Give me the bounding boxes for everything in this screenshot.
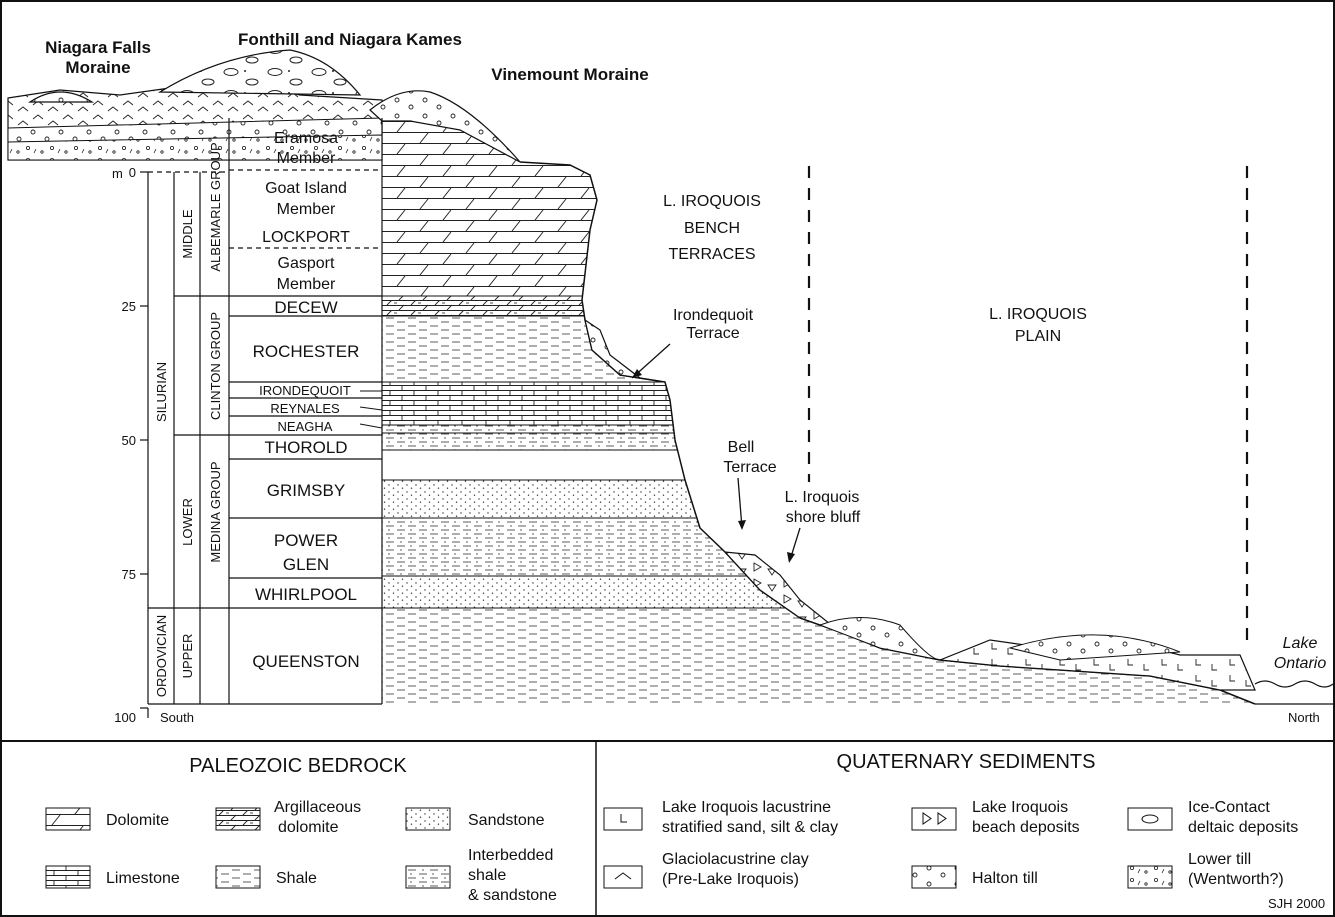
label-ordovician: ORDOVICIAN — [154, 615, 169, 697]
swatch-halton-till — [911, 865, 957, 889]
legend: PALEOZOIC BEDROCK QUATERNARY SEDIMENTS D… — [1, 740, 1334, 916]
label-shore-bluff-2: shore bluff — [786, 509, 861, 526]
swatch-beach — [911, 807, 957, 831]
legend-halton-till: Halton till — [972, 870, 1038, 887]
formation-power-glen-2: GLEN — [283, 555, 329, 574]
label-niagara-falls-moraine-1: Niagara Falls — [45, 38, 151, 57]
formation-eramosa-1: Eramosa — [274, 130, 338, 147]
swatch-sandstone — [405, 807, 451, 831]
swatch-glaciolacustrine — [603, 865, 643, 889]
legend-argillaceous-1: Argillaceous — [274, 799, 361, 816]
label-medina-group: MEDINA GROUP — [208, 461, 223, 562]
label-silurian: SILURIAN — [154, 362, 169, 422]
label-north: North — [1288, 710, 1320, 725]
legend-lower-till-1: Lower till — [1188, 851, 1251, 868]
niagara-falls-moraine — [28, 91, 95, 103]
legend-interbedded-1: Interbedded — [468, 847, 553, 864]
legend-limestone: Limestone — [106, 870, 180, 887]
scale-tick-50: 50 — [122, 433, 136, 448]
legend-lacustrine-2: stratified sand, silt & clay — [662, 819, 838, 836]
irondequoit-terrace-deposit — [584, 318, 666, 383]
label-lake-ontario-1: Lake — [1283, 635, 1318, 652]
scale-tick-25: 25 — [122, 299, 136, 314]
label-iroquois-plain-1: L. IROQUOIS — [989, 306, 1087, 323]
formation-reynales: REYNALES — [270, 401, 340, 416]
halton-till-plain-2 — [1008, 634, 1181, 661]
scale-tick-75: 75 — [122, 567, 136, 582]
label-clinton-group: CLINTON GROUP — [208, 312, 223, 420]
label-shore-bluff-1: L. Iroquois — [785, 489, 860, 506]
formation-whirlpool: WHIRLPOOL — [255, 585, 357, 604]
label-niagara-falls-moraine-2: Moraine — [65, 58, 130, 77]
formation-queenston: QUEENSTON — [252, 652, 359, 671]
label-lake-ontario-2: Ontario — [1274, 655, 1327, 672]
legend-sandstone: Sandstone — [468, 812, 545, 829]
label-lower: LOWER — [180, 498, 195, 546]
legend-ice-contact-2: deltaic deposits — [1188, 819, 1298, 836]
label-irondequoit-terrace-2: Terrace — [686, 325, 739, 342]
formation-lockport: LOCKPORT — [262, 229, 350, 246]
legend-shale: Shale — [276, 870, 317, 887]
legend-beach-1: Lake Iroquois — [972, 799, 1068, 816]
label-irondequoit-terrace-1: Irondequoit — [673, 307, 754, 324]
scale-unit: m — [112, 166, 123, 181]
formation-power-glen-1: POWER — [274, 531, 338, 550]
legend-title-bedrock: PALEOZOIC BEDROCK — [189, 755, 407, 777]
swatch-interbedded — [405, 865, 451, 889]
formation-neagha: NEAGHA — [278, 419, 333, 434]
label-fonthill-kames: Fonthill and Niagara Kames — [238, 30, 462, 49]
beach-deposits — [723, 551, 841, 633]
label-south: South — [160, 710, 194, 725]
formation-eramosa-2: Member — [277, 150, 336, 167]
lake-surface — [1254, 680, 1334, 688]
credit: SJH 2000 — [1268, 896, 1325, 911]
swatch-lacustrine — [603, 807, 643, 831]
legend-dolomite: Dolomite — [106, 812, 169, 829]
label-middle: MIDDLE — [180, 209, 195, 258]
legend-argillaceous-2: dolomite — [278, 819, 339, 836]
fonthill-kames — [157, 49, 362, 96]
swatch-lower-till — [1127, 865, 1173, 889]
formation-thorold: THOROLD — [264, 438, 347, 457]
halton-till-plain — [818, 617, 941, 661]
swatch-dolomite — [45, 807, 91, 831]
strat-column — [140, 118, 383, 718]
legend-lower-till-2: (Wentworth?) — [1188, 871, 1284, 888]
label-bell-terrace-2: Terrace — [723, 459, 776, 476]
legend-beach-2: beach deposits — [972, 819, 1080, 836]
formation-grimsby: GRIMSBY — [267, 481, 345, 500]
legend-glaciolacustrine-1: Glaciolacustrine clay — [662, 851, 809, 868]
label-bench-terraces-2: BENCH — [684, 220, 740, 237]
formation-rochester: ROCHESTER — [253, 342, 360, 361]
formation-irondequoit: IRONDEQUOIT — [259, 383, 351, 398]
label-bell-terrace-1: Bell — [728, 439, 755, 456]
swatch-limestone — [45, 865, 91, 889]
legend-title-quaternary: QUATERNARY SEDIMENTS — [837, 751, 1096, 773]
swatch-argillaceous — [215, 807, 261, 831]
legend-interbedded-3: & sandstone — [468, 887, 557, 904]
legend-ice-contact-1: Ice-Contact — [1188, 799, 1270, 816]
formation-decew: DECEW — [274, 298, 337, 317]
formation-goat-island-2: Member — [277, 201, 336, 218]
label-upper: UPPER — [180, 634, 195, 679]
label-bench-terraces-3: TERRACES — [668, 246, 755, 263]
label-bench-terraces-1: L. IROQUOIS — [663, 193, 761, 210]
swatch-shale — [215, 865, 261, 889]
scale-tick-100: 100 — [114, 710, 136, 725]
label-vinemount-moraine: Vinemount Moraine — [491, 65, 648, 84]
legend-interbedded-2: shale — [468, 867, 506, 884]
vinemount-moraine — [369, 90, 521, 163]
formation-gasport-2: Member — [277, 276, 336, 293]
formation-goat-island-1: Goat Island — [265, 180, 347, 197]
formation-gasport-1: Gasport — [278, 255, 335, 272]
scale-tick-0: 0 — [129, 165, 136, 180]
swatch-ice-contact — [1127, 807, 1173, 831]
label-albemarle-group: ALBEMARLE GROUP — [208, 142, 223, 271]
label-iroquois-plain-2: PLAIN — [1015, 328, 1061, 345]
legend-glaciolacustrine-2: (Pre-Lake Iroquois) — [662, 871, 799, 888]
legend-lacustrine-1: Lake Iroquois lacustrine — [662, 799, 831, 816]
